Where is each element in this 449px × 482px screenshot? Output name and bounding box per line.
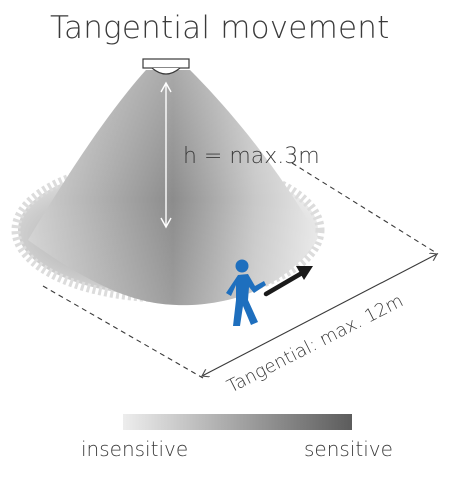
height-dimension bbox=[160, 81, 172, 229]
sensitivity-legend-bar bbox=[123, 414, 352, 430]
legend-right-label: sensitive bbox=[304, 437, 393, 461]
floor-plane bbox=[42, 162, 439, 379]
diagram-title: Tangential movement bbox=[50, 10, 389, 46]
height-label: h = max.3m bbox=[183, 144, 320, 169]
distance-dimension bbox=[202, 254, 437, 376]
walking-person-icon bbox=[226, 259, 266, 326]
legend-left-label: insensitive bbox=[81, 437, 188, 461]
ceiling-motion-sensor-icon bbox=[142, 58, 190, 75]
movement-arrow-icon bbox=[263, 266, 313, 297]
detection-zone-edge bbox=[11, 157, 325, 303]
distance-label: Tangential: max. 12m bbox=[224, 290, 407, 397]
